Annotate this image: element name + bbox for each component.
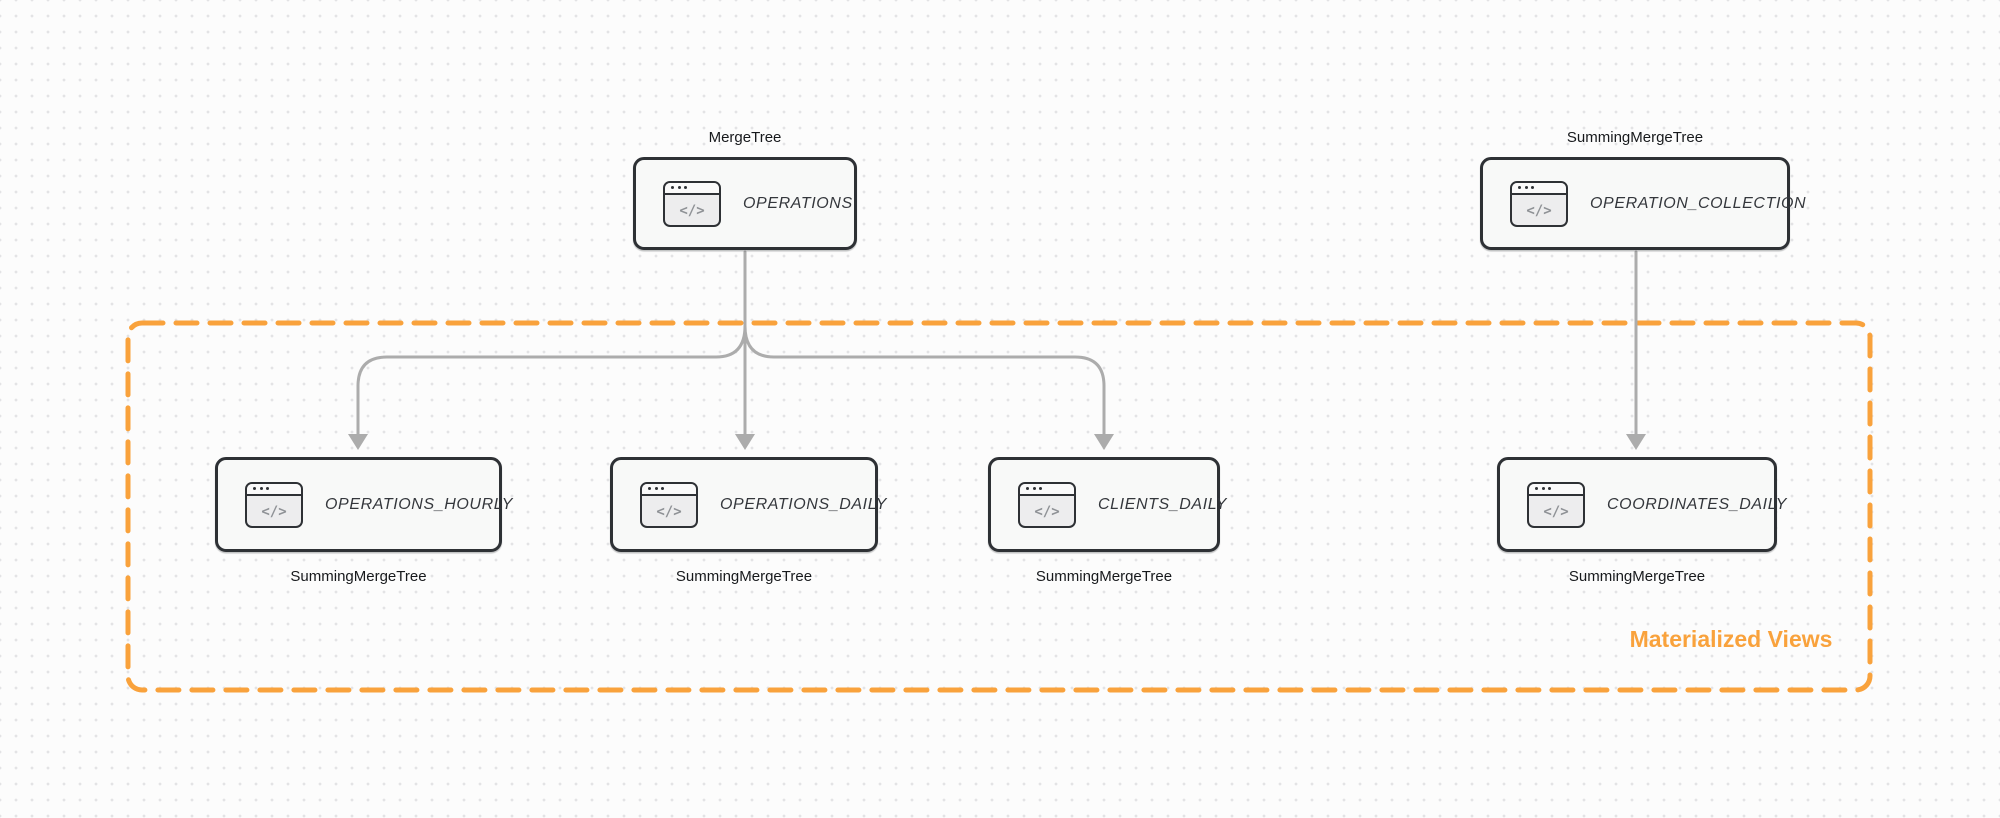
code-window-icon: </> bbox=[1527, 481, 1585, 528]
window-titlebar bbox=[247, 483, 301, 496]
code-glyph: </> bbox=[656, 503, 682, 520]
window-dot bbox=[1026, 487, 1029, 490]
engine-label-operations: MergeTree bbox=[708, 129, 782, 146]
window-titlebar bbox=[642, 483, 696, 496]
engine-label-operations-daily: SummingMergeTree bbox=[675, 568, 813, 585]
code-window-icon: </> bbox=[663, 180, 721, 227]
window-dot bbox=[671, 186, 674, 189]
table-name-coordinates-daily: COORDINATES_DAILY bbox=[1607, 495, 1788, 513]
code-glyph: </> bbox=[261, 503, 287, 520]
arrowhead-clients-daily bbox=[1094, 434, 1114, 450]
node-operations-hourly: SummingMergeTree </> OPERATIONS_HOURLY bbox=[215, 457, 512, 585]
code-glyph: </> bbox=[1034, 503, 1060, 520]
window-dot bbox=[1535, 487, 1538, 490]
window-dot bbox=[266, 487, 269, 490]
window-dot bbox=[1518, 186, 1521, 189]
window-titlebar bbox=[665, 182, 719, 195]
window-dot bbox=[253, 487, 256, 490]
engine-label-operation-collection: SummingMergeTree bbox=[1566, 129, 1704, 146]
window-dot bbox=[648, 487, 651, 490]
window-titlebar bbox=[1020, 483, 1074, 496]
window-dot bbox=[1032, 487, 1036, 490]
node-clients-daily: SummingMergeTree </> CLIENTS_DAILY bbox=[988, 457, 1226, 585]
window-dot bbox=[259, 487, 263, 490]
node-operations-daily: SummingMergeTree </> OPERATIONS_DAILY bbox=[610, 457, 886, 585]
window-dot bbox=[677, 186, 681, 189]
window-dot bbox=[1039, 487, 1042, 490]
edge-operations-to-clients-daily bbox=[743, 324, 1106, 436]
table-name-operations-daily: OPERATIONS_DAILY bbox=[720, 495, 887, 513]
arrowhead-operations-hourly bbox=[348, 434, 368, 450]
engine-label-clients-daily: SummingMergeTree bbox=[1035, 568, 1173, 585]
window-titlebar bbox=[1529, 483, 1583, 496]
code-window-icon: </> bbox=[640, 481, 698, 528]
window-titlebar bbox=[1512, 182, 1566, 195]
table-name-operation-collection: OPERATION_COLLECTION bbox=[1590, 194, 1807, 212]
window-dot bbox=[1548, 487, 1551, 490]
table-name-operations-hourly: OPERATIONS_HOURLY bbox=[325, 495, 514, 513]
code-window-icon: </> bbox=[1510, 180, 1568, 227]
table-name-clients-daily: CLIENTS_DAILY bbox=[1098, 495, 1228, 513]
engine-label-coordinates-daily: SummingMergeTree bbox=[1568, 568, 1706, 585]
arrowhead-coordinates-daily bbox=[1626, 434, 1646, 450]
code-glyph: </> bbox=[1543, 503, 1569, 520]
edge-operations-to-operations-hourly bbox=[356, 324, 747, 436]
node-coordinates-daily: SummingMergeTree </> COORDINATES_DAILY bbox=[1497, 457, 1786, 585]
materialized-views-group-label: Materialized Views bbox=[1629, 626, 1833, 652]
window-dot bbox=[1541, 487, 1545, 490]
node-operation-collection: SummingMergeTree </> OPERATION_COLLECTIO… bbox=[1480, 129, 1806, 250]
window-dot bbox=[684, 186, 687, 189]
arrowhead-operations-daily bbox=[735, 434, 755, 450]
window-dot bbox=[1531, 186, 1534, 189]
node-operations: MergeTree </> OPERATIONS bbox=[633, 129, 857, 250]
window-dot bbox=[1524, 186, 1528, 189]
window-dot bbox=[661, 487, 664, 490]
table-name-operations: OPERATIONS bbox=[743, 194, 853, 212]
code-glyph: </> bbox=[679, 202, 705, 219]
code-window-icon: </> bbox=[1018, 481, 1076, 528]
window-dot bbox=[654, 487, 658, 490]
engine-label-operations-hourly: SummingMergeTree bbox=[290, 568, 427, 585]
code-glyph: </> bbox=[1526, 202, 1552, 219]
code-window-icon: </> bbox=[245, 481, 303, 528]
